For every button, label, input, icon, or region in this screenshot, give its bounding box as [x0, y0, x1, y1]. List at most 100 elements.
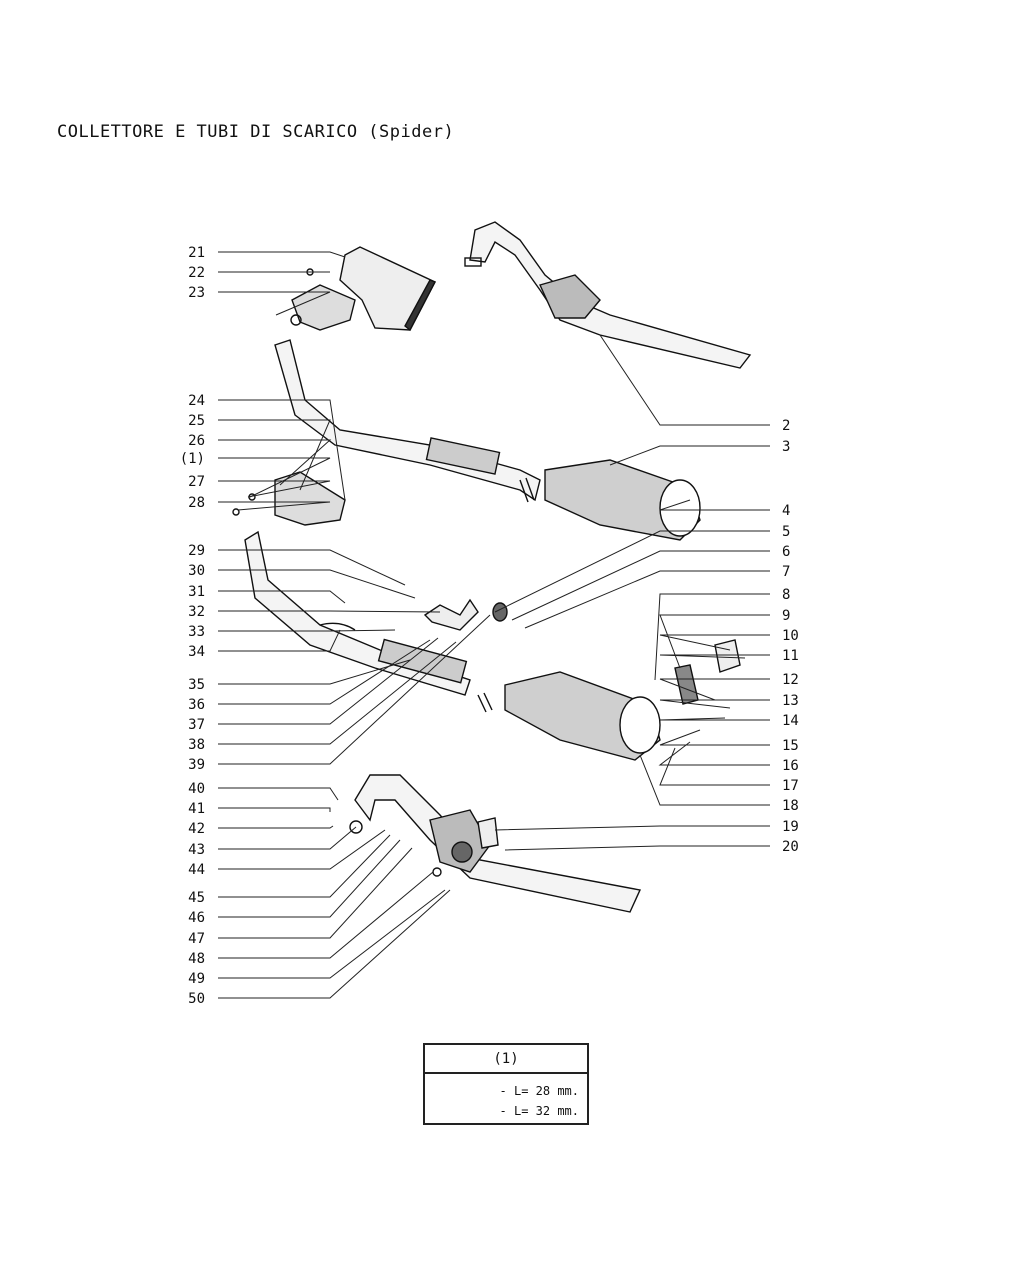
callout-leader-line: [654, 593, 770, 681]
callout-label: 14: [782, 713, 799, 729]
callout-leader-line: [524, 570, 770, 629]
callout-label: 46: [188, 910, 205, 926]
notes-table-header: (1): [425, 1045, 587, 1074]
callout-label: 7: [782, 564, 790, 580]
callout-leader-line: [218, 419, 331, 491]
callout-label: 36: [188, 697, 205, 713]
heat-shield: [339, 246, 436, 331]
callout-leader-line: [218, 610, 441, 613]
bracket-10: [714, 639, 741, 673]
callout-leader-line: [218, 251, 346, 258]
callout-leader-line: [218, 787, 339, 801]
callout-leader-line: [218, 501, 331, 511]
callout-label: 2: [782, 418, 790, 434]
callout-label: 12: [782, 672, 799, 688]
rear-pipe-top: [469, 221, 752, 369]
callout-label: 34: [188, 644, 205, 660]
callout-leader-line: [218, 889, 451, 999]
bracket-8: [674, 664, 699, 705]
callout-leader-line: [218, 659, 411, 685]
bracket-32: [423, 598, 479, 631]
callout-label: 32: [188, 604, 205, 620]
callout-label: 31: [188, 584, 205, 600]
callout-label: 24: [188, 393, 205, 409]
page-title: COLLETTORE E TUBI DI SCARICO (Spider): [57, 122, 455, 142]
callout-label: 5: [782, 524, 790, 540]
callout-leader-line: [218, 480, 331, 498]
callout-label: 23: [188, 285, 205, 301]
callout-leader-line: [218, 847, 413, 939]
callout-label: 20: [782, 839, 799, 855]
callout-leader-line: [218, 457, 331, 498]
callout-leader-line: [511, 550, 770, 621]
callout-label: 29: [188, 543, 205, 559]
callout-label: 45: [188, 890, 205, 906]
notes-table: (1) - L= 28 mm. - L= 32 mm.: [423, 1043, 589, 1125]
callout-leader-line: [218, 826, 357, 850]
callout-label: 4: [782, 503, 790, 519]
callout-label: 38: [188, 737, 205, 753]
callout-leader-line: [659, 729, 770, 746]
callout-label: 35: [188, 677, 205, 693]
callout-label: 41: [188, 801, 205, 817]
callout-leader-line: [659, 634, 770, 651]
callout-leader-line: [494, 825, 770, 831]
callout-labels: 212223242526(1)2728293031323334353637383…: [180, 245, 799, 1007]
callout-label: 21: [188, 245, 205, 261]
callout-label: 8: [782, 587, 790, 603]
callout-leader-line: [218, 637, 439, 725]
callout-label: 3: [782, 439, 790, 455]
callout-label: 37: [188, 717, 205, 733]
callout-label: 30: [188, 563, 205, 579]
callout-label: 22: [188, 265, 205, 281]
callout-leader-line: [218, 889, 446, 979]
callout-leader-line: [218, 829, 386, 870]
callout-leader-line: [218, 629, 396, 632]
callout-label: 27: [188, 474, 205, 490]
callout-leader-line: [659, 614, 770, 669]
callout-leader-line: [218, 641, 457, 745]
callout-label: 11: [782, 648, 799, 664]
callout-leader-line: [639, 754, 770, 806]
callout-leaders: [218, 251, 770, 999]
callout-label: 28: [188, 495, 205, 511]
callout-leader-line: [218, 639, 431, 705]
callout-leader-line: [218, 399, 346, 501]
callout-leader-line: [218, 825, 334, 829]
notes-table-row: - L= 32 mm.: [499, 1104, 579, 1118]
callout-label: 39: [188, 757, 205, 773]
callout-label: 26: [188, 433, 205, 449]
notes-table-row: - L= 28 mm.: [499, 1084, 579, 1098]
callout-leader-line: [218, 549, 406, 586]
callout-label: 49: [188, 971, 205, 987]
callout-leader-line: [659, 678, 770, 701]
callout-label: (1): [180, 451, 205, 467]
callout-label: 6: [782, 544, 790, 560]
callout-leader-line: [494, 530, 770, 613]
callout-leader-line: [218, 569, 416, 599]
callout-label: 15: [782, 738, 799, 754]
callout-leader-line: [218, 590, 346, 604]
manifold-lower: [274, 471, 346, 526]
callout-label: 33: [188, 624, 205, 640]
callout-label: 17: [782, 778, 799, 794]
callout-label: 13: [782, 693, 799, 709]
callout-leader-line: [658, 741, 770, 766]
callout-label: 18: [782, 798, 799, 814]
tail-pipe: [354, 774, 642, 913]
callout-label: 47: [188, 931, 205, 947]
callout-leader-line: [218, 839, 401, 918]
callout-leader-line: [659, 717, 770, 721]
tail-muffler: [429, 809, 491, 873]
callout-label: 10: [782, 628, 799, 644]
callout-leader-line: [659, 747, 770, 786]
callout-leader-line: [659, 654, 770, 659]
exhaust-parts-drawing: [232, 221, 752, 913]
callout-label: 43: [188, 842, 205, 858]
callout-leader-line: [659, 499, 770, 511]
callout-leader-line: [218, 291, 331, 316]
callout-leader-line: [609, 445, 770, 466]
callout-leader-line: [218, 439, 332, 486]
callout-leader-line: [218, 614, 491, 765]
